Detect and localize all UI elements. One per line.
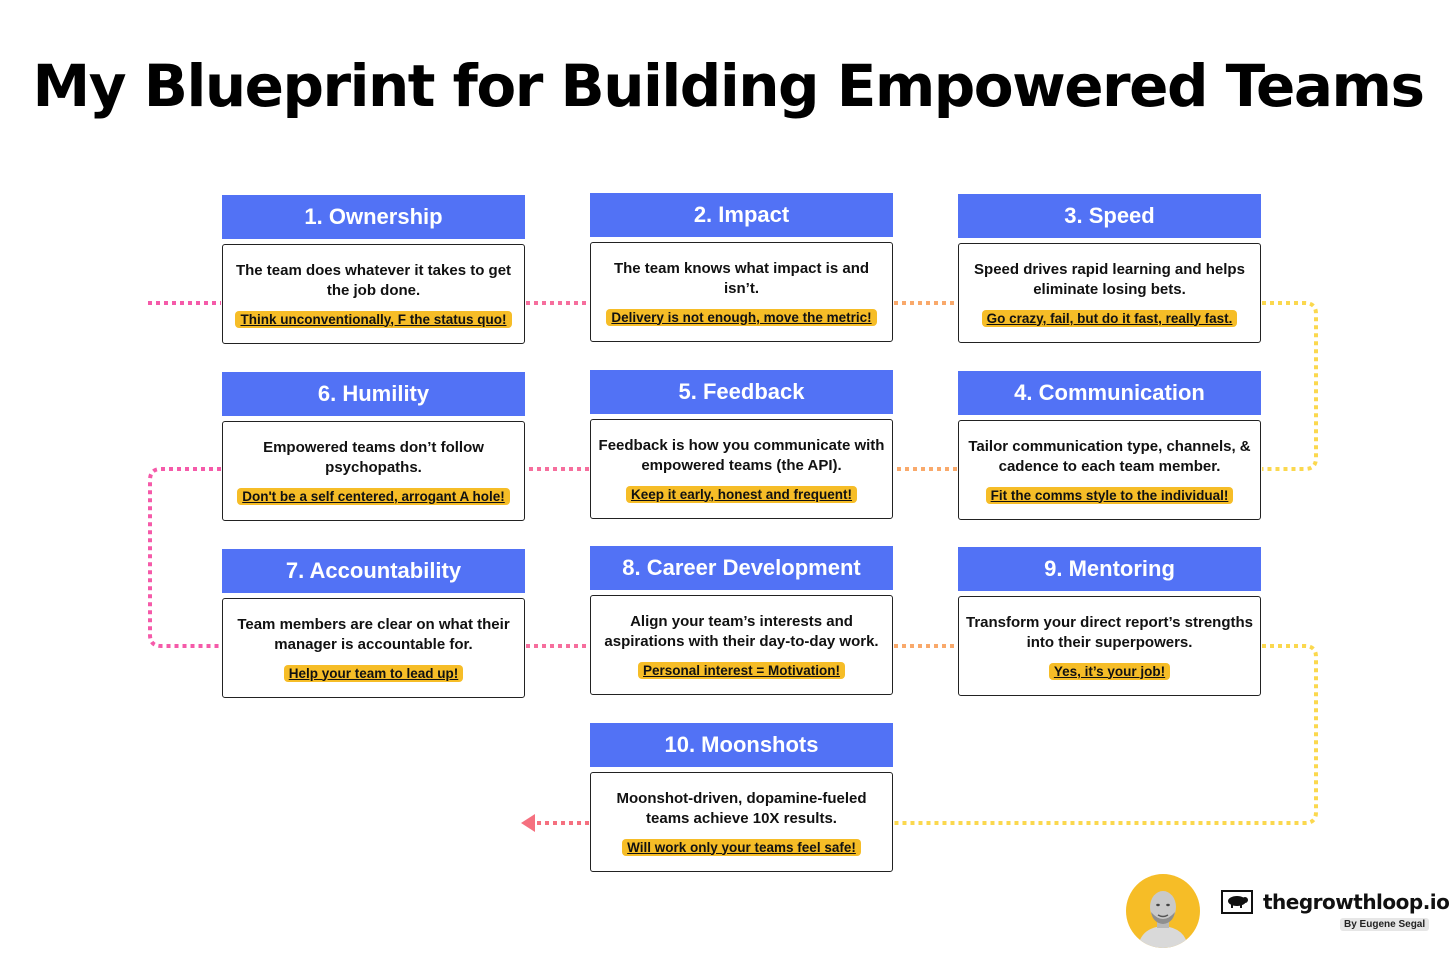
card-text: Feedback is how you communicate with emp… xyxy=(598,436,885,474)
brand: thegrowthloop.io xyxy=(1221,890,1450,914)
card-tag: Keep it early, honest and frequent! xyxy=(625,485,858,503)
card-tag: Go crazy, fail, but do it fast, really f… xyxy=(981,309,1238,327)
sheep-icon xyxy=(1221,890,1253,914)
card-body: The team does whatever it takes to get t… xyxy=(222,244,525,344)
card-communication: 4. Communication Tailor communication ty… xyxy=(958,371,1261,520)
card-body: Team members are clear on what their man… xyxy=(222,598,525,698)
card-humility: 6. Humility Empowered teams don’t follow… xyxy=(222,372,525,521)
card-text: Empowered teams don’t follow psychopaths… xyxy=(263,438,484,476)
card-title: 6. Humility xyxy=(222,372,525,416)
card-mentoring: 9. Mentoring Transform your direct repor… xyxy=(958,547,1261,696)
card-tag: Fit the comms style to the individual! xyxy=(985,486,1234,504)
card-title: 3. Speed xyxy=(958,194,1261,238)
card-text: The team does whatever it takes to get t… xyxy=(235,261,512,299)
card-title: 2. Impact xyxy=(590,193,893,237)
card-tag: Delivery is not enough, move the metric! xyxy=(606,308,877,326)
page-title: My Blueprint for Building Empowered Team… xyxy=(32,52,1425,120)
connector-3-4 xyxy=(1262,301,1318,471)
card-text: Moonshot-driven, dopamine-fueled teams a… xyxy=(616,789,867,827)
card-accountability: 7. Accountability Team members are clear… xyxy=(222,549,525,698)
card-body: The team knows what impact is and isn’t.… xyxy=(590,242,893,342)
card-title: 5. Feedback xyxy=(590,370,893,414)
avatar xyxy=(1126,874,1200,948)
card-body: Align your team’s interests and aspirati… xyxy=(590,595,893,695)
brand-name: thegrowthloop.io xyxy=(1263,890,1450,914)
card-title: 8. Career Development xyxy=(590,546,893,590)
card-tag: Help your team to lead up! xyxy=(283,664,464,682)
card-body: Feedback is how you communicate with emp… xyxy=(590,419,893,519)
card-title: 9. Mentoring xyxy=(958,547,1261,591)
card-body: Moonshot-driven, dopamine-fueled teams a… xyxy=(590,772,893,872)
card-text: Align your team’s interests and aspirati… xyxy=(604,612,879,650)
connector-6-7 xyxy=(148,467,221,648)
card-moonshots: 10. Moonshots Moonshot-driven, dopamine-… xyxy=(590,723,893,872)
connector-9-10 xyxy=(894,644,1318,825)
card-body: Tailor communication type, channels, & c… xyxy=(958,420,1261,520)
byline: By Eugene Segal xyxy=(1340,918,1430,931)
arrow-end-icon xyxy=(521,814,535,832)
card-body: Speed drives rapid learning and helps el… xyxy=(958,243,1261,343)
card-title: 1. Ownership xyxy=(222,195,525,239)
card-title: 4. Communication xyxy=(958,371,1261,415)
card-impact: 2. Impact The team knows what impact is … xyxy=(590,193,893,342)
card-tag: Don't be a self centered, arrogant A hol… xyxy=(237,487,510,505)
card-tag: Personal interest = Motivation! xyxy=(638,661,845,679)
card-tag: Think unconventionally, F the status quo… xyxy=(235,310,512,328)
card-tag: Will work only your teams feel safe! xyxy=(622,838,861,856)
card-text: Transform your direct report’s strengths… xyxy=(965,613,1253,651)
card-title: 7. Accountability xyxy=(222,549,525,593)
card-body: Empowered teams don’t follow psychopaths… xyxy=(222,421,525,521)
card-speed: 3. Speed Speed drives rapid learning and… xyxy=(958,194,1261,343)
card-feedback: 5. Feedback Feedback is how you communic… xyxy=(590,370,893,519)
card-career-development: 8. Career Development Align your team’s … xyxy=(590,546,893,695)
card-title: 10. Moonshots xyxy=(590,723,893,767)
card-text: Speed drives rapid learning and helps el… xyxy=(974,260,1245,298)
card-text: The team knows what impact is and isn’t. xyxy=(613,259,870,297)
card-body: Transform your direct report’s strengths… xyxy=(958,596,1261,696)
card-text: Tailor communication type, channels, & c… xyxy=(968,437,1251,475)
card-ownership: 1. Ownership The team does whatever it t… xyxy=(222,195,525,344)
card-tag: Yes, it’s your job! xyxy=(1048,662,1171,680)
card-text: Team members are clear on what their man… xyxy=(237,615,510,653)
